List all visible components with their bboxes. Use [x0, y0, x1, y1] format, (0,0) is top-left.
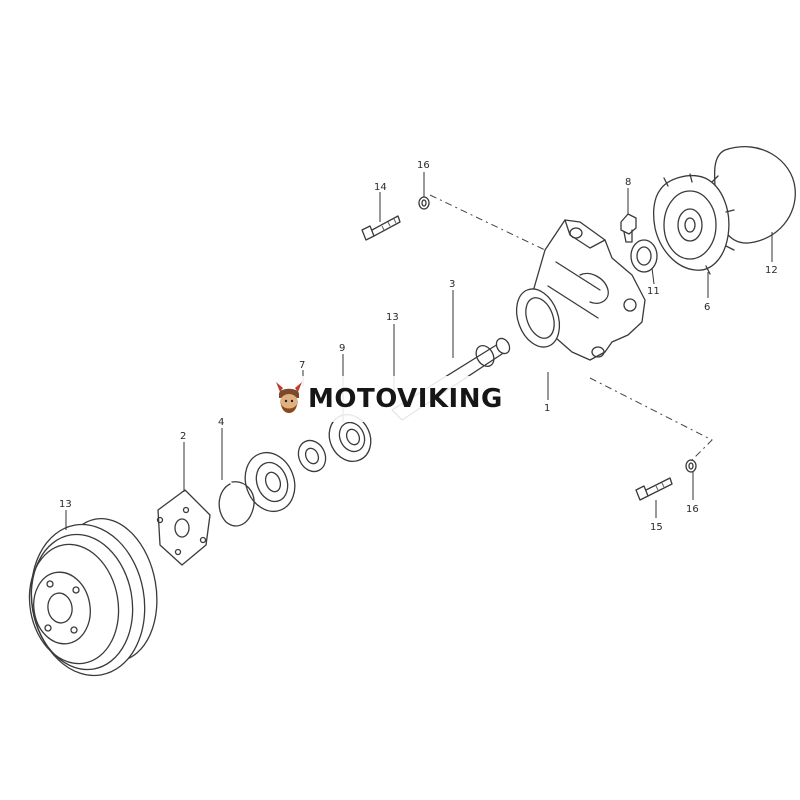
- washer-part-16-bottom: [685, 459, 697, 473]
- callout-14: 14: [374, 182, 387, 193]
- seal-part: [630, 239, 658, 273]
- viking-logo: [276, 382, 302, 413]
- callout-4: 4: [218, 417, 224, 428]
- pulley-part: [28, 517, 158, 677]
- hub-flange-part: [156, 489, 211, 566]
- callout-7: 7: [299, 360, 305, 371]
- spacer-part: [297, 439, 327, 473]
- drain-plug-part: [620, 213, 637, 243]
- callout-16-bottom: 16: [686, 504, 699, 515]
- watermark-text: MOTOVIKING: [308, 384, 503, 414]
- callout-12: 12: [765, 265, 778, 276]
- callout-9: 9: [339, 343, 345, 354]
- impeller-part: [653, 173, 735, 275]
- snap-ring-part: [218, 481, 255, 527]
- callout-labels: 14 16 8 12 6 11 3 1 13 9 7 4 2 13 15 16: [59, 160, 778, 533]
- pump-housing-part: [515, 219, 646, 361]
- callout-13-shaft: 13: [386, 312, 399, 323]
- callout-2: 2: [180, 431, 186, 442]
- callout-11: 11: [647, 286, 660, 297]
- callout-1: 1: [544, 403, 550, 414]
- washer-part-16-top: [418, 196, 430, 210]
- callout-16-top: 16: [417, 160, 430, 171]
- assembly-center-lines: [429, 194, 713, 463]
- watermark: MOTOVIKING: [262, 376, 534, 422]
- callout-6: 6: [704, 302, 710, 313]
- callout-15: 15: [650, 522, 663, 533]
- callout-8: 8: [625, 177, 631, 188]
- bolt-part-14: [361, 215, 401, 241]
- bearing-part-front: [244, 451, 296, 513]
- bolt-part-15: [635, 477, 673, 501]
- callout-3: 3: [449, 279, 455, 290]
- callout-13-pulley: 13: [59, 499, 72, 510]
